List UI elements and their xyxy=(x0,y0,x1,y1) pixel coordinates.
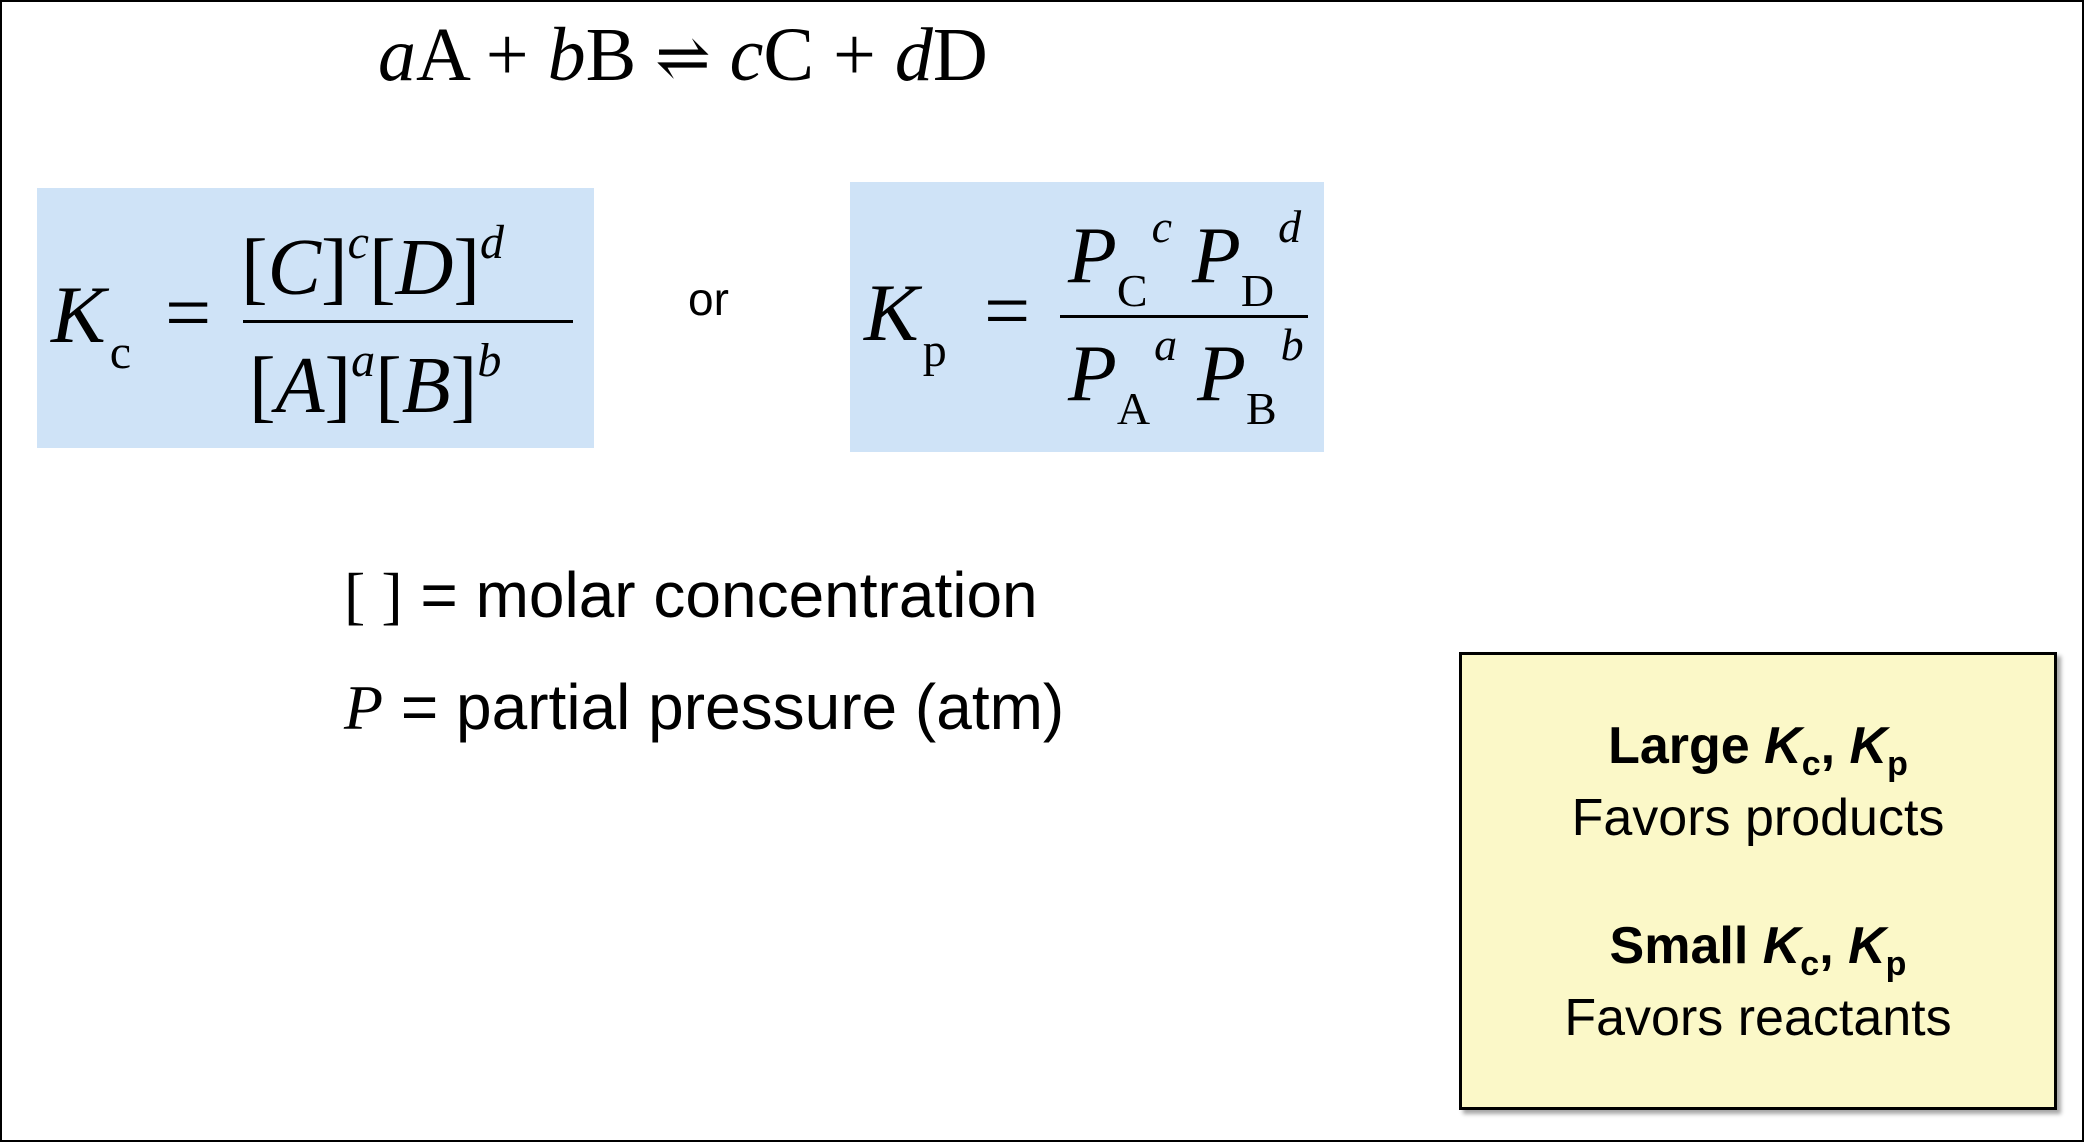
kc-fraction-bar xyxy=(243,320,573,323)
coef-d: d xyxy=(894,13,933,97)
plus-sign: + xyxy=(485,13,529,97)
small-k-heading: Small Kc, Kp xyxy=(1609,917,1907,983)
kp-numerator: PCc PDd xyxy=(1068,201,1302,316)
equals-sign: = xyxy=(984,265,1031,356)
kc-symbol: Kc xyxy=(51,269,132,380)
large-k-heading: Large Kc, Kp xyxy=(1608,717,1908,783)
coef-c: c xyxy=(729,13,764,97)
kp-formula-box: Kp = PCc PDd PAa PBb xyxy=(850,182,1324,452)
or-text: or xyxy=(688,273,729,325)
kp-denominator: PAa PBb xyxy=(1068,319,1304,434)
concentration-definition: [ ] = molar concentration xyxy=(344,558,1038,633)
species-a: A xyxy=(416,13,467,97)
small-k-block: Small Kc, Kp Favors reactants xyxy=(1462,913,2054,1051)
equilibrium-callout: Large Kc, Kp Favors products Small Kc, K… xyxy=(1459,652,2057,1110)
kp-fraction-bar xyxy=(1060,315,1308,318)
concentration-text: = molar concentration xyxy=(402,559,1038,631)
large-k-block: Large Kc, Kp Favors products xyxy=(1462,713,2054,851)
reaction-equation: aA + bB ⇌ cC + dD xyxy=(378,10,988,103)
kp-subscript: p xyxy=(922,324,947,377)
equals-sign: = xyxy=(165,267,212,358)
plus-sign: + xyxy=(833,13,876,97)
favors-products-text: Favors products xyxy=(1571,789,1945,847)
kc-formula-box: Kc = [C]c[D]d [A]a[B]b xyxy=(37,188,594,448)
coef-b: b xyxy=(547,13,586,97)
kc-subscript: c xyxy=(109,326,132,379)
coef-a: a xyxy=(378,13,416,97)
species-b: B xyxy=(585,13,637,97)
kp-symbol: Kp xyxy=(864,267,947,378)
species-d: D xyxy=(932,13,988,97)
kc-numerator: [C]c[D]d xyxy=(241,216,505,312)
pressure-text: = partial pressure (atm) xyxy=(383,671,1065,743)
kc-denominator: [A]a[B]b xyxy=(249,334,502,430)
pressure-symbol: P xyxy=(344,672,384,743)
favors-reactants-text: Favors reactants xyxy=(1564,989,1952,1047)
pressure-definition: P = partial pressure (atm) xyxy=(344,670,1064,745)
bracket-symbol: [ ] xyxy=(344,560,403,631)
equilibrium-arrow-icon: ⇌ xyxy=(655,19,711,96)
species-c: C xyxy=(763,13,815,97)
